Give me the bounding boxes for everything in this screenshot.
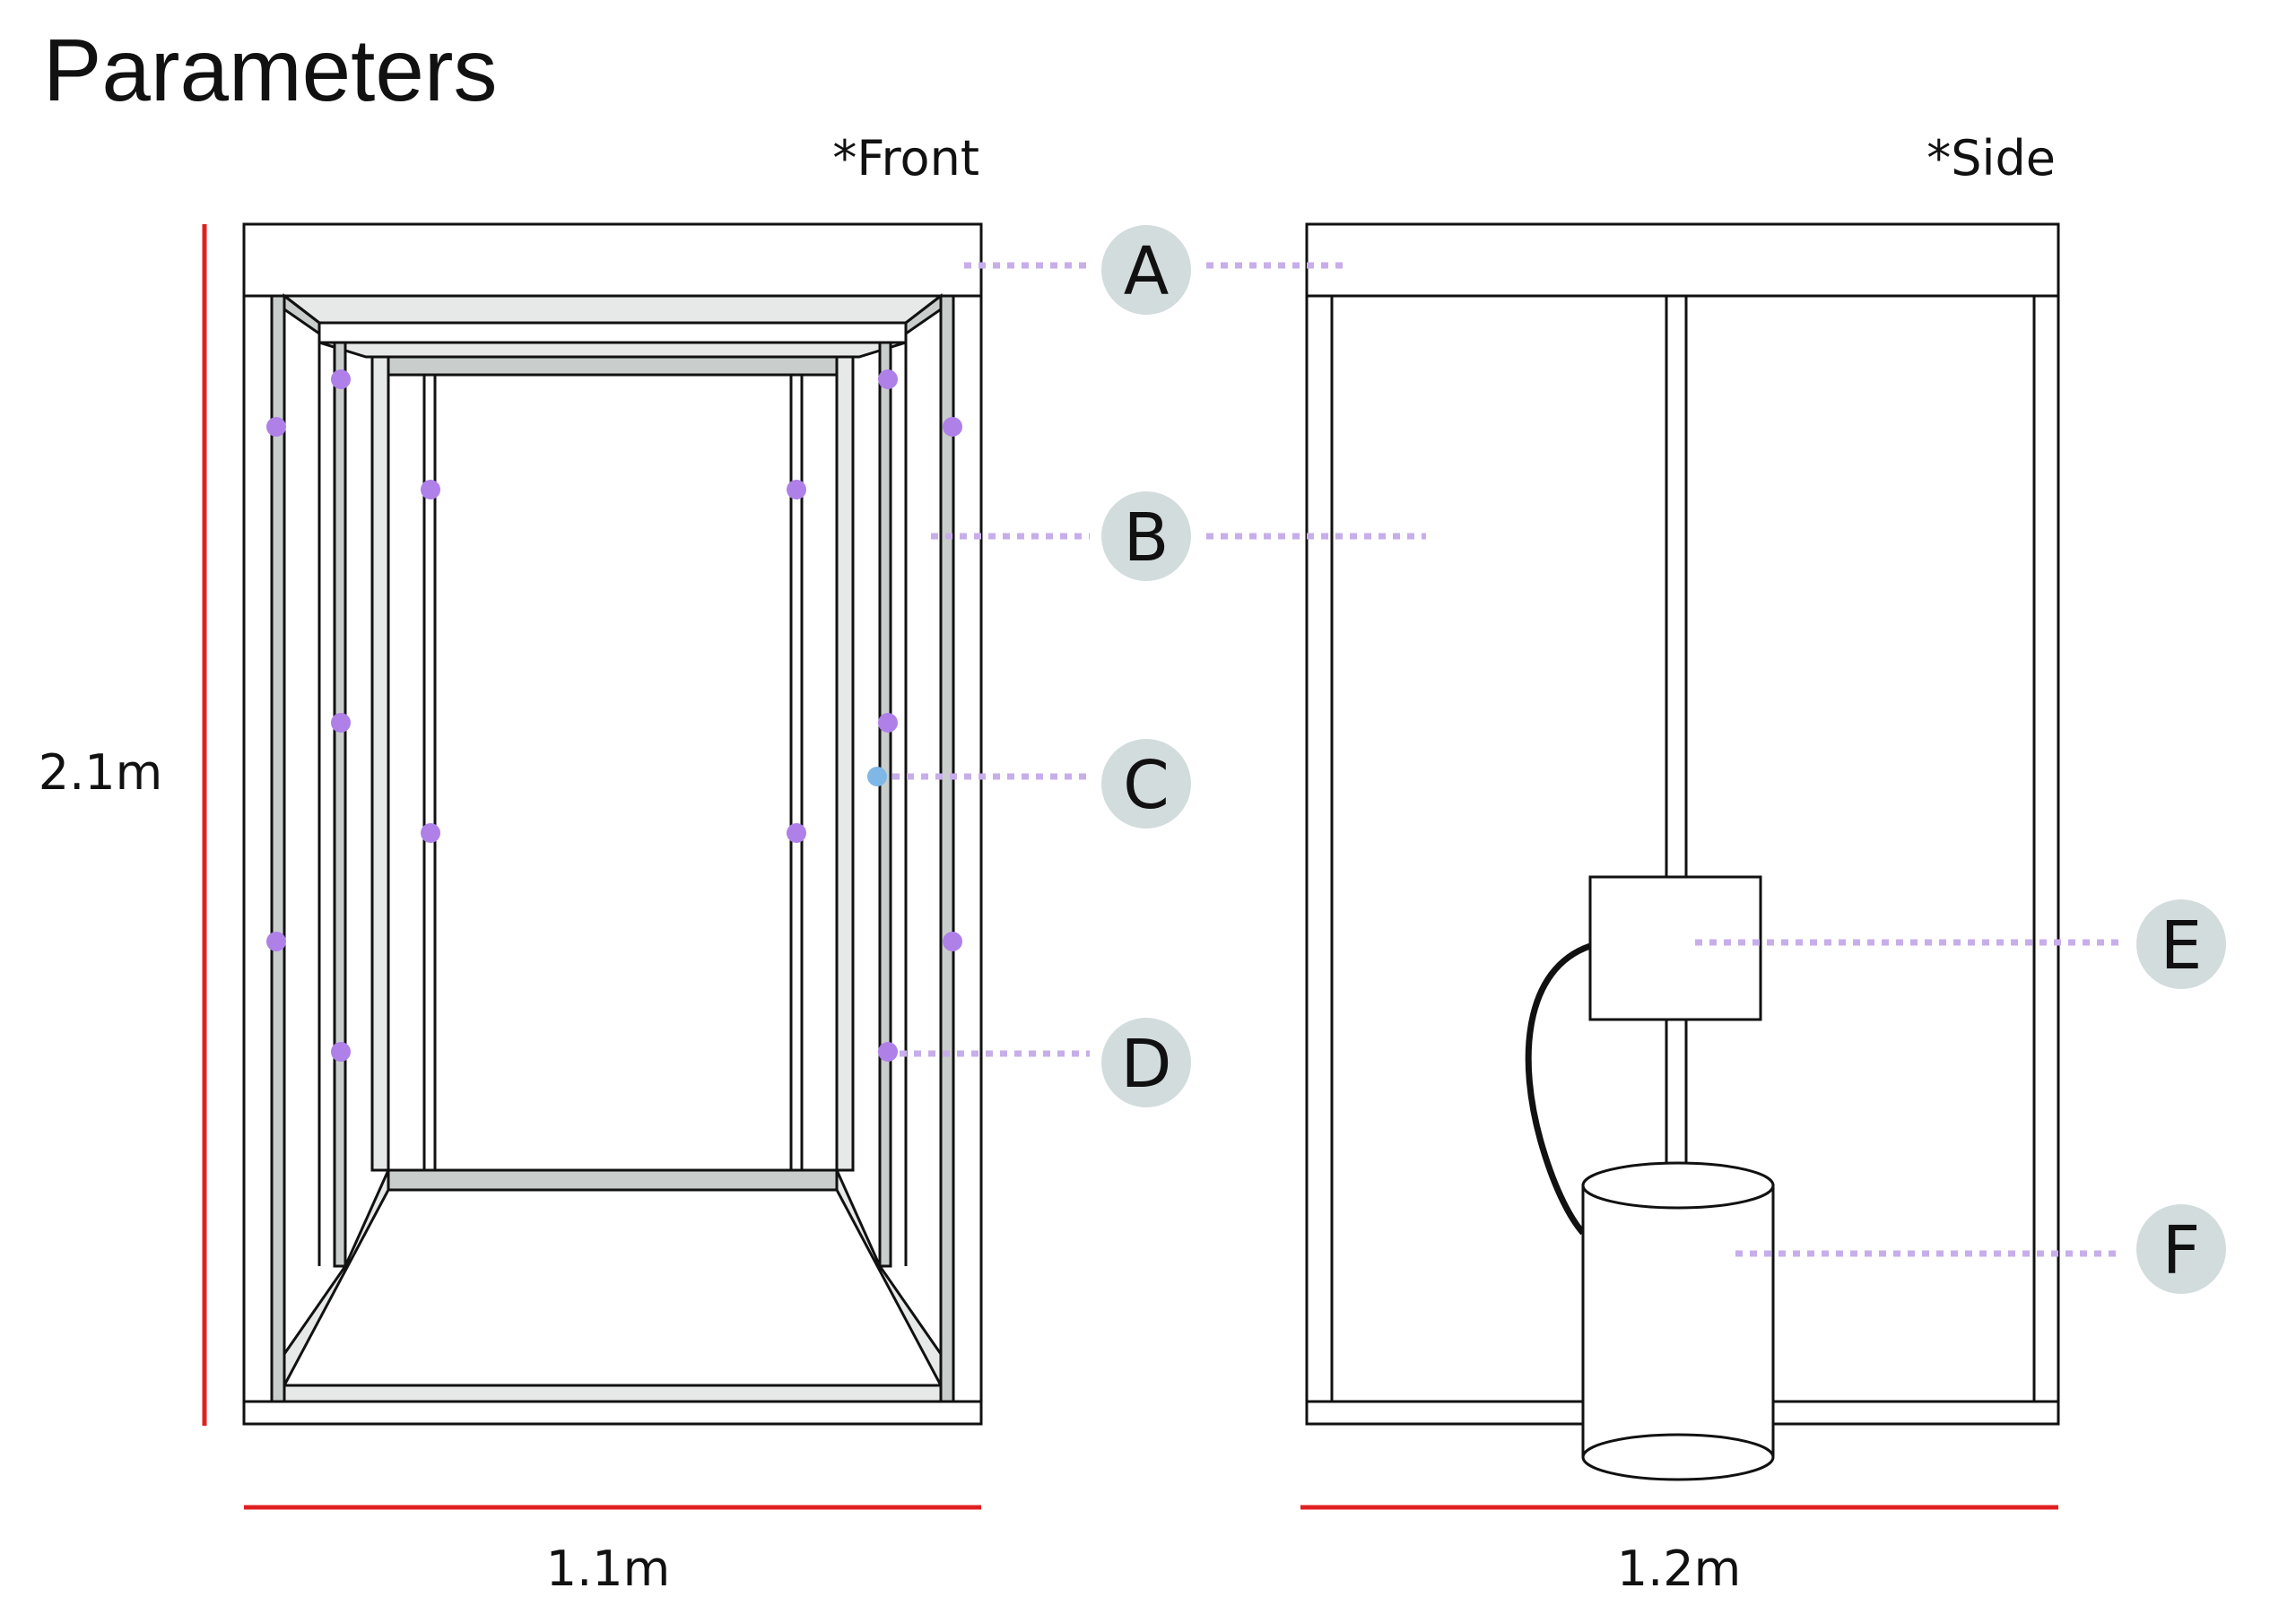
- side-device-box: [1588, 875, 1762, 1021]
- marker-dot: [878, 1042, 898, 1062]
- front-width-label: 1.1m: [546, 1541, 670, 1597]
- callout-a: A: [1101, 225, 1191, 315]
- marker-dot: [331, 713, 351, 733]
- front-bottom-rear-beam: [387, 1168, 839, 1192]
- marker-dot: [331, 369, 351, 389]
- front-left-rear-post: [370, 355, 390, 1172]
- front-floor-right: [835, 1169, 943, 1386]
- marker-dot-camera: [867, 767, 887, 786]
- front-right-mid-post: [878, 341, 892, 1268]
- callout-letter: F: [2162, 1212, 2201, 1289]
- front-view: [242, 222, 983, 1426]
- marker-dot: [943, 417, 962, 437]
- front-left-mid-post: [333, 341, 347, 1268]
- front-top-inner-beam: [317, 321, 908, 344]
- callout-letter: C: [1123, 747, 1170, 824]
- front-view-caption: *Front: [832, 130, 979, 187]
- marker-dot: [943, 932, 962, 951]
- callout-e: E: [2136, 899, 2226, 989]
- callout-letter: A: [1124, 233, 1170, 310]
- side-cylinder-body: [1583, 1184, 1773, 1457]
- callout-circle: [1101, 1018, 1191, 1107]
- side-view: [1305, 222, 2060, 1481]
- marker-dot: [787, 823, 806, 843]
- callout-circle: [2136, 1204, 2226, 1294]
- front-bottom-front-beam: [283, 1384, 943, 1403]
- side-outer-frame: [1305, 222, 2060, 1426]
- front-right-outer-post: [939, 294, 955, 1403]
- front-right-rear-post: [835, 355, 855, 1172]
- side-view-caption: *Side: [1926, 130, 2056, 187]
- marker-dot: [878, 713, 898, 733]
- front-top-beam: [280, 294, 945, 325]
- callout-b: B: [1101, 491, 1191, 581]
- front-top-inner-shade: [318, 341, 907, 359]
- page-title: Parameters: [43, 21, 498, 119]
- side-cable: [1525, 942, 1592, 1236]
- dimension-lines: [202, 224, 2058, 1510]
- front-top-rear-beam: [387, 355, 839, 377]
- front-height-label: 2.1m: [39, 744, 162, 801]
- callout-letter: D: [1121, 1026, 1172, 1103]
- side-width-label: 1.2m: [1617, 1541, 1741, 1597]
- callout-d: D: [1101, 1018, 1191, 1107]
- callout-c: C: [1101, 739, 1191, 829]
- marker-dot: [787, 480, 806, 499]
- marker-dot: [878, 369, 898, 389]
- front-left-outer-post: [270, 294, 286, 1403]
- callout-letter: E: [2161, 907, 2203, 985]
- side-cylinder-top: [1581, 1161, 1775, 1210]
- front-floor-left: [283, 1169, 390, 1386]
- callout-letter: B: [1124, 499, 1170, 577]
- side-cylinder-bottom: [1581, 1433, 1775, 1481]
- callout-circle: [1101, 739, 1191, 829]
- callout-f: F: [2136, 1204, 2226, 1294]
- front-markers: [266, 369, 962, 1062]
- marker-dot: [331, 1042, 351, 1062]
- callout-circle: [2136, 899, 2226, 989]
- callout-circle: [1101, 491, 1191, 581]
- leader-lines: [892, 262, 2126, 1257]
- marker-dot: [266, 417, 286, 437]
- marker-dot: [266, 932, 286, 951]
- callout-circle: [1101, 225, 1191, 315]
- callouts: A B C D E F: [1101, 225, 2226, 1294]
- marker-dot: [421, 823, 440, 843]
- marker-dot: [421, 480, 440, 499]
